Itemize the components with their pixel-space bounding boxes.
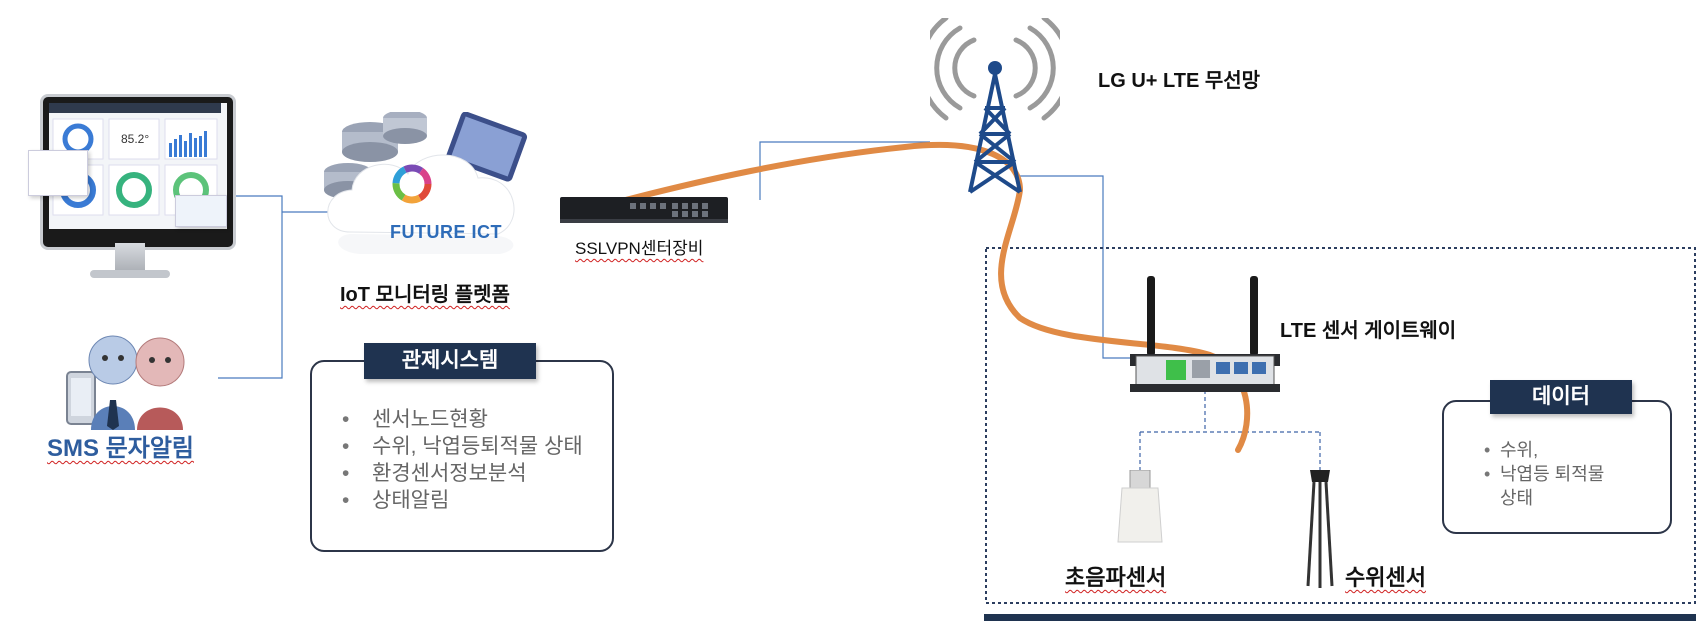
field-site-baseline [984,614,1696,621]
cloud-platform-icon [324,112,528,254]
ultrasonic-sensor-icon [1117,470,1163,543]
control-system-list: 센서노드현황 수위, 낙엽등퇴적물 상태 환경센서정보분석 상태알림 [342,406,583,514]
iot-platform-label: IoT 모니터링 플렛폼 [340,284,510,306]
future-ict-logo-icon [392,164,432,204]
list-item: 수위, [1484,438,1620,462]
lte-network-label: LG U+ LTE 무선망 [1098,70,1261,92]
water-level-sensor-icon [1306,470,1334,588]
control-system-title: 관제시스템 [364,343,536,379]
data-panel-title: 데이터 [1490,380,1632,414]
antenna-left-icon [1147,276,1155,356]
lte-tower-icon [930,18,1060,194]
list-item: 낙엽등 퇴적물 상태 [1484,462,1620,510]
control-system-panel: 센서노드현황 수위, 낙엽등퇴적물 상태 환경센서정보분석 상태알림 [310,360,614,552]
antenna-right-icon [1250,276,1258,356]
sslvpn-device-icon [560,197,728,223]
database-servers-icon [324,112,427,199]
users-icon [66,335,185,430]
data-list: 수위, 낙엽등 퇴적물 상태 [1484,438,1620,510]
lte-gateway-icon [1130,276,1280,392]
sslvpn-label: SSLVPN센터장비 [575,239,704,258]
monitor-reading: 85.2° [121,132,149,146]
field-site-boundary [985,247,1696,604]
list-item: 수위, 낙엽등퇴적물 상태 [342,433,583,460]
future-ict-logo-text: FUTURE ICT [390,222,502,243]
logo-future: FUTURE ICT [390,222,502,242]
sms-alert-label: SMS 문자알림 [47,435,194,462]
water-level-sensor-label: 수위센서 [1345,565,1426,590]
data-panel: 수위, 낙엽등 퇴적물 상태 [1442,400,1672,534]
ultrasonic-sensor-label: 초음파센서 [1065,565,1167,590]
list-item: 환경센서정보분석 [342,460,583,487]
list-item: 센서노드현황 [342,406,583,433]
list-item: 상태알림 [342,487,583,514]
lte-gateway-label: LTE 센서 게이트웨이 [1280,320,1457,342]
